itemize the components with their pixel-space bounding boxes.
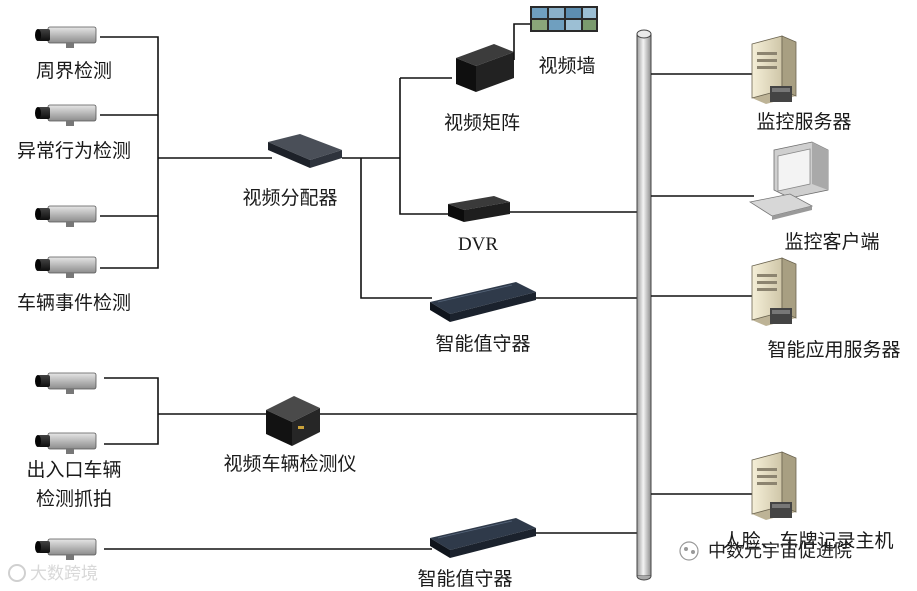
label-abnormal: 异常行为检测 [17,140,131,162]
entrance-bracket [104,377,159,445]
smart-guard-2-icon [429,517,537,559]
dvr-icon [448,196,510,222]
label-monitor-client: 监控客户端 [784,231,879,253]
video-splitter-icon [268,134,342,168]
network-bus [636,29,652,581]
label-perimeter: 周界检测 [36,60,112,82]
record-host-icon [751,451,797,521]
camera-entrance-3-icon [34,538,97,561]
camera-perimeter-icon [34,26,97,49]
label-splitter: 视频分配器 [242,187,337,209]
label-app-server: 智能应用服务器 [767,339,900,361]
camera-group-bracket [100,36,159,269]
wire-to-video-wall [513,23,534,60]
camera-entrance-2-icon [34,432,97,455]
monitor-client-icon [748,141,829,220]
label-guard-2: 智能值守器 [417,568,512,590]
video-wall-icon [530,6,598,32]
monitor-server-icon [751,35,797,105]
vehicle-detector-icon [266,396,320,446]
camera-vehicle-1-icon [34,205,97,228]
label-vehicle-event: 车辆事件检测 [17,292,131,314]
label-guard-1: 智能值守器 [435,333,530,355]
app-server-icon [751,257,797,327]
label-video-wall: 视频墙 [538,55,595,77]
video-matrix-icon [456,44,514,92]
svg-text:大数跨境: 大数跨境 [30,564,98,584]
svg-text:中数元宇宙促进院: 中数元宇宙促进院 [708,541,852,562]
watermark-right: 中数元宇宙促进院 [679,541,852,562]
camera-abnormal-icon [34,104,97,127]
label-entrance-line2: 检测抓拍 [36,488,112,510]
label-entrance-line1: 出入口车辆 [26,459,121,481]
label-record-host: 人脸、车牌记录主机 [722,530,893,552]
wire-to-guard-1 [360,158,432,299]
watermark-left: 大数跨境 [8,564,98,584]
camera-entrance-1-icon [34,372,97,395]
camera-vehicle-2-icon [34,256,97,279]
label-monitor-server: 监控服务器 [756,111,851,133]
label-matrix: 视频矩阵 [444,112,520,134]
label-dvr: DVR [458,234,498,255]
label-vehicle-detector: 视频车辆检测仪 [223,453,356,475]
wire-splitter-branch [399,78,448,215]
smart-guard-1-icon [429,281,537,323]
